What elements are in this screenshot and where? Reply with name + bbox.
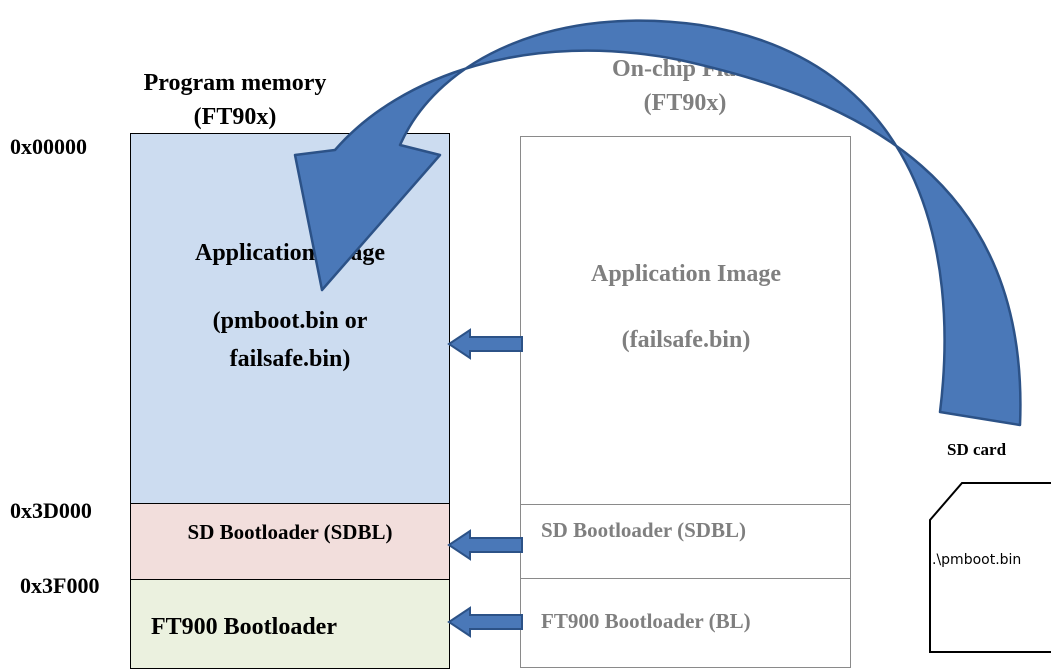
address-0x3D000: 0x3D000: [10, 498, 92, 523]
flash-application-image-block: Application Image (failsafe.bin): [520, 136, 851, 505]
flash-sdbl-label: SD Bootloader (SDBL): [541, 518, 746, 542]
flash-bl-label: FT900 Bootloader (BL): [541, 609, 751, 633]
pm-bl-label: FT900 Bootloader: [151, 614, 337, 640]
pm-sd-bootloader-block: SD Bootloader (SDBL): [130, 503, 450, 581]
address-0x3F000: 0x3F000: [20, 573, 100, 598]
sd-load-curved-arrow: [293, 19, 1022, 427]
program-memory-title-line1: Program memory: [143, 70, 327, 96]
pm-ft900-bootloader-block: FT900 Bootloader: [130, 579, 450, 669]
copy-arrow-sdbl: [447, 529, 523, 561]
flash-app-line2: (failsafe.bin): [621, 327, 751, 353]
flash-app-line1: Application Image: [590, 261, 781, 287]
copy-arrow-app: [447, 328, 523, 360]
program-memory-title-line2: (FT90x): [193, 104, 277, 130]
address-0x00000: 0x00000: [10, 134, 87, 159]
pm-app-line2: (pmboot.bin or: [212, 308, 368, 334]
flash-sd-bootloader-block: SD Bootloader (SDBL): [520, 504, 851, 579]
arrows-layer: [293, 19, 1051, 653]
sd-card-file: .\pmboot.bin: [932, 552, 1022, 568]
program-memory-title: Program memory (FT90x): [110, 66, 360, 134]
pm-sdbl-label: SD Bootloader (SDBL): [187, 520, 393, 544]
onchip-flash-title-line2: (FT90x): [643, 90, 727, 116]
flash-ft900-bootloader-block: FT900 Bootloader (BL): [520, 578, 851, 668]
pm-app-line3: failsafe.bin): [229, 346, 351, 372]
copy-arrow-bl: [447, 606, 523, 638]
sd-card-shape: [929, 482, 1051, 653]
sd-card-label: SD card: [947, 440, 1007, 459]
